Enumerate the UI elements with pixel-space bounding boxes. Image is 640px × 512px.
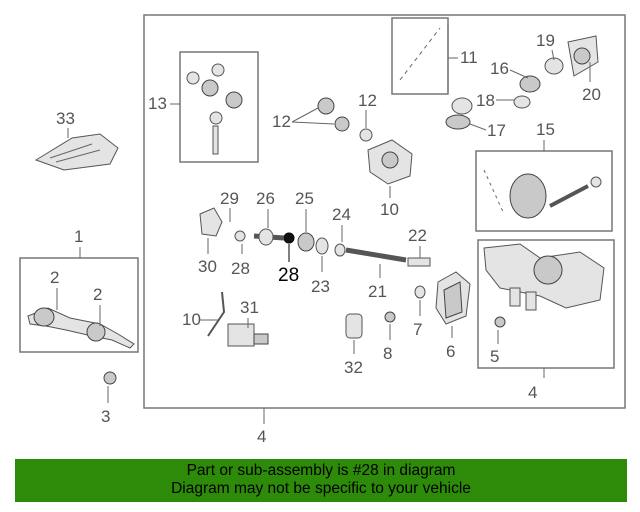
banner-line-1: Part or sub-assembly is #28 in diagram	[186, 462, 456, 479]
callout-15: 13	[148, 94, 167, 113]
callout-23: 22	[408, 226, 427, 245]
callout-9: 8	[383, 344, 392, 363]
callout-7: 6	[446, 342, 455, 361]
callout-11: 10	[380, 200, 399, 219]
axle-shaft-part	[27, 307, 135, 349]
callout-13: 12	[358, 91, 377, 110]
pinion-bearings-part	[445, 35, 599, 130]
callout-25: 24	[332, 205, 351, 224]
callout-1: 1	[74, 227, 83, 246]
callout-21: 20	[582, 85, 601, 104]
banner-line-2: Diagram may not be specific to your vehi…	[171, 480, 471, 497]
plug-8-part	[414, 285, 426, 299]
callout-19: 18	[476, 91, 495, 110]
flange-31-part	[199, 207, 223, 237]
washer-13-part	[359, 128, 373, 142]
axle-shaft-22-part	[345, 247, 431, 267]
callout-26: 25	[295, 189, 314, 208]
callout-32: 31	[240, 298, 259, 317]
callout-34: 33	[56, 109, 75, 128]
callout-33: 32	[344, 358, 363, 377]
main-assembly-frame	[143, 14, 626, 409]
callout-22: 21	[368, 282, 387, 301]
callout-29: 28	[231, 259, 250, 278]
axle-housing-box	[477, 239, 615, 369]
diff-case-kit-box	[179, 51, 259, 163]
callout-8: 7	[413, 320, 422, 339]
callout-30: 29	[220, 189, 239, 208]
info-banner: Part or sub-assembly is #28 in diagram D…	[15, 459, 627, 502]
callout-17: 16	[490, 59, 509, 78]
nut-3-part	[103, 371, 117, 385]
diff-case-11-part	[367, 139, 413, 185]
callout-31: 30	[198, 257, 217, 276]
axle-housing-part	[483, 243, 605, 328]
gasket-33-part	[345, 313, 363, 339]
ring-25-part	[334, 243, 346, 257]
callout-28-highlighted: 28	[278, 265, 299, 286]
callout-2b: 2	[93, 285, 102, 304]
parts-diagram: 4 1 2 2 3 33 13 12	[19, 14, 626, 446]
callout-24: 23	[311, 277, 330, 296]
callout-10: 10	[182, 310, 201, 329]
bearing-24-26-part	[297, 232, 329, 255]
callout-12: 11	[460, 48, 478, 67]
callout-18: 17	[487, 121, 506, 140]
sensor-10-32-part	[207, 291, 269, 347]
axle-shaft-box	[19, 257, 139, 353]
washer-29-part	[234, 230, 246, 242]
callout-27: 26	[256, 189, 275, 208]
callout-4: 4	[257, 427, 266, 446]
bearing-14-part	[317, 97, 350, 132]
callout-5: 4	[528, 383, 537, 402]
callout-16: 15	[536, 120, 555, 139]
callout-14: 12	[272, 112, 291, 131]
callout-6: 5	[490, 347, 499, 366]
bolt-9-part	[384, 311, 396, 323]
ring-pinion-part	[483, 169, 602, 219]
shaft-27-part	[253, 228, 285, 246]
shield-34-part	[34, 133, 119, 171]
seal-28-part	[283, 232, 295, 244]
callout-20: 19	[536, 31, 555, 50]
ring-gear-bolts-12-part	[399, 27, 441, 81]
callout-2a: 2	[50, 268, 59, 287]
callout-3: 3	[101, 407, 110, 426]
cover-7-part	[435, 271, 471, 325]
spider-gears-part	[186, 63, 243, 155]
